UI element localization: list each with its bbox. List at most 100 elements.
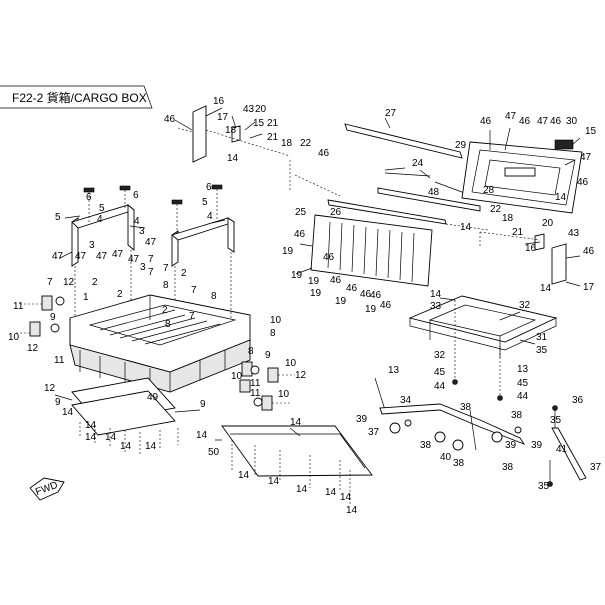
- floor-plate: [71, 377, 179, 455]
- callout: 9: [50, 312, 56, 323]
- fwd-arrow: [29, 477, 65, 501]
- callout: 38: [420, 440, 432, 451]
- callout: 14: [105, 432, 117, 443]
- callout: 15: [253, 118, 265, 129]
- callout: 14: [460, 222, 472, 233]
- callout: 14: [85, 432, 97, 443]
- latch-linkage: [374, 377, 526, 451]
- callout: 5: [99, 203, 105, 214]
- callout: 8: [211, 291, 217, 302]
- callout: 29: [455, 140, 467, 151]
- callout: 7: [148, 267, 154, 278]
- callout: 9: [265, 350, 271, 361]
- leader-lines: [54, 107, 581, 441]
- callout: 6: [206, 182, 212, 193]
- page-title: F22-2 貨箱/CARGO BOX: [12, 91, 147, 105]
- callout: 46: [318, 148, 330, 159]
- cargo-bed: [69, 294, 251, 393]
- callout: 39: [356, 414, 368, 425]
- callout: 2: [181, 268, 187, 279]
- callout: 46: [294, 229, 306, 240]
- callout: 44: [517, 391, 529, 402]
- callout: 8: [163, 280, 169, 291]
- callout: 15: [585, 126, 597, 137]
- callout: 18: [281, 138, 293, 149]
- callout: 6: [133, 190, 139, 201]
- callout: 17: [217, 112, 229, 123]
- callout: 34: [400, 395, 412, 406]
- callout: 9: [55, 397, 61, 408]
- callout: 14: [268, 476, 280, 487]
- callout: 40: [440, 452, 452, 463]
- callout: 45: [434, 367, 446, 378]
- callout: 46: [164, 114, 176, 125]
- callout: 14: [290, 417, 302, 428]
- callout: 8: [248, 346, 254, 357]
- callout: 47: [580, 152, 592, 163]
- callout: 14: [196, 430, 208, 441]
- callout: 3: [139, 226, 145, 237]
- callout: 14: [62, 407, 74, 418]
- callout: 16: [213, 96, 225, 107]
- callout: 46: [577, 177, 589, 188]
- callout: 14: [325, 487, 337, 498]
- callout: 43: [243, 104, 255, 115]
- callout: 47: [112, 249, 124, 260]
- callout: 47: [145, 237, 157, 248]
- callout: 14: [296, 484, 308, 495]
- callout: 46: [583, 246, 595, 257]
- callout: 3: [140, 262, 146, 273]
- callout: 28: [483, 185, 495, 196]
- stay-rod: [547, 405, 587, 487]
- callout: 14: [227, 153, 239, 164]
- callout: 37: [368, 427, 380, 438]
- callout: 2: [162, 305, 168, 316]
- callout: 7: [163, 263, 169, 274]
- callout: 27: [385, 108, 397, 119]
- callout: 16: [525, 243, 537, 254]
- callout: 10: [285, 358, 297, 369]
- callout: 14: [238, 470, 250, 481]
- callout: 31: [536, 332, 548, 343]
- callout: 48: [428, 187, 440, 198]
- callout: 10: [278, 389, 290, 400]
- callout: 21: [512, 227, 524, 238]
- tailgate-panel: [310, 214, 433, 287]
- callout: 25: [295, 207, 307, 218]
- callout: 9: [200, 399, 206, 410]
- callout: 12: [295, 370, 307, 381]
- callout: 4: [134, 216, 140, 227]
- title-frame: [0, 85, 153, 109]
- callout: 47: [75, 251, 87, 262]
- callout: 4: [207, 211, 213, 222]
- callout: 47: [52, 251, 64, 262]
- long-rails: [294, 123, 489, 231]
- callout: 46: [323, 252, 335, 263]
- callout: 14: [430, 289, 442, 300]
- callout: 7: [189, 311, 195, 322]
- callout: 38: [511, 410, 523, 421]
- callout: 46: [330, 275, 342, 286]
- callout: 46: [550, 116, 562, 127]
- callout: 44: [434, 381, 446, 392]
- callout: 38: [453, 458, 465, 469]
- callout: 7: [148, 254, 154, 265]
- callout: 26: [330, 207, 342, 218]
- callout: 38: [460, 402, 472, 413]
- callout-numbers: 46 16 43 20 17 15 18 21 14 21 18 22 46 2…: [8, 96, 602, 516]
- callout: 38: [502, 462, 514, 473]
- callout: 2: [92, 277, 98, 288]
- hinge-brackets: [177, 105, 567, 285]
- callout: 10: [231, 371, 243, 382]
- callout: 10: [270, 315, 282, 326]
- callout: 14: [346, 505, 358, 516]
- callout: 46: [360, 289, 372, 300]
- callout: 22: [490, 204, 502, 215]
- callout: 24: [412, 158, 424, 169]
- callout: 32: [434, 350, 446, 361]
- callout: 10: [8, 332, 20, 343]
- callout: 43: [568, 228, 580, 239]
- callout: 7: [191, 285, 197, 296]
- callout: 20: [255, 104, 267, 115]
- callout: 17: [583, 282, 595, 293]
